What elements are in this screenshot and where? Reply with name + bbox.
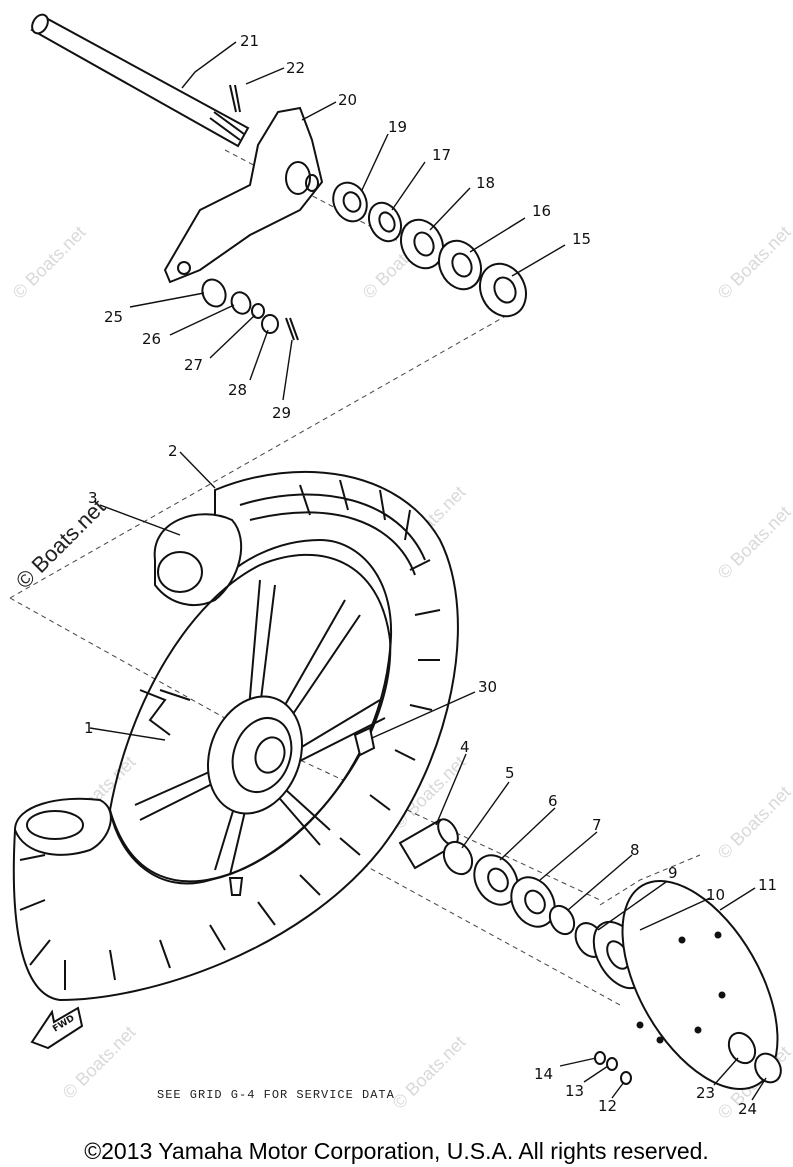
watermark: © Boats.net xyxy=(714,222,793,303)
axle-hardware-left xyxy=(201,278,299,341)
callouts: 21 22 20 19 17 18 16 15 25 26 27 28 29 2… xyxy=(84,32,777,1118)
callout-5: 5 xyxy=(505,764,515,782)
callout-14: 14 xyxy=(534,1065,553,1083)
callout-24: 24 xyxy=(738,1100,757,1118)
callout-13: 13 xyxy=(565,1082,584,1100)
cotter-pin-22 xyxy=(229,84,241,113)
callout-29: 29 xyxy=(272,404,291,422)
callout-25: 25 xyxy=(104,308,123,326)
copyright-notice: ©2013 Yamaha Motor Corporation, U.S.A. A… xyxy=(84,1138,709,1164)
callout-18: 18 xyxy=(476,174,495,192)
bearing-stack-right xyxy=(398,818,782,1091)
callout-1: 1 xyxy=(84,719,94,737)
callout-20: 20 xyxy=(338,91,357,109)
callout-2: 2 xyxy=(168,442,178,460)
callout-12: 12 xyxy=(598,1097,617,1115)
callout-23: 23 xyxy=(696,1084,715,1102)
callout-4: 4 xyxy=(460,738,470,756)
callout-27: 27 xyxy=(184,356,203,374)
leader-lines xyxy=(89,41,767,1101)
callout-3: 3 xyxy=(88,489,98,507)
service-note: SEE GRID G-4 FOR SERVICE DATA xyxy=(157,1088,395,1102)
callout-17: 17 xyxy=(432,146,451,164)
front-wheel xyxy=(12,470,459,1002)
watermark-dark: © Boats.net xyxy=(11,494,110,593)
forward-arrow-icon: FWD xyxy=(30,1006,84,1050)
callout-22: 22 xyxy=(286,59,305,77)
callout-26: 26 xyxy=(142,330,161,348)
axle xyxy=(30,13,250,148)
watermark: © Boats.net xyxy=(9,222,90,303)
callout-7: 7 xyxy=(592,816,602,834)
callout-28: 28 xyxy=(228,381,247,399)
callout-11: 11 xyxy=(758,876,777,894)
bearing-stack-top xyxy=(332,181,527,318)
watermark: © Boats.net xyxy=(714,782,793,863)
callout-10: 10 xyxy=(706,886,725,904)
callout-30: 30 xyxy=(478,678,497,696)
brake-torque-arm xyxy=(163,106,324,284)
callout-6: 6 xyxy=(548,792,558,810)
callout-19: 19 xyxy=(388,118,407,136)
callout-21: 21 xyxy=(240,32,259,50)
callout-15: 15 xyxy=(572,230,591,248)
callout-8: 8 xyxy=(630,841,640,859)
callout-9: 9 xyxy=(668,864,678,882)
callout-16: 16 xyxy=(532,202,551,220)
watermark: © Boats.net xyxy=(714,502,793,583)
watermark: © Boats.net xyxy=(389,1032,470,1113)
